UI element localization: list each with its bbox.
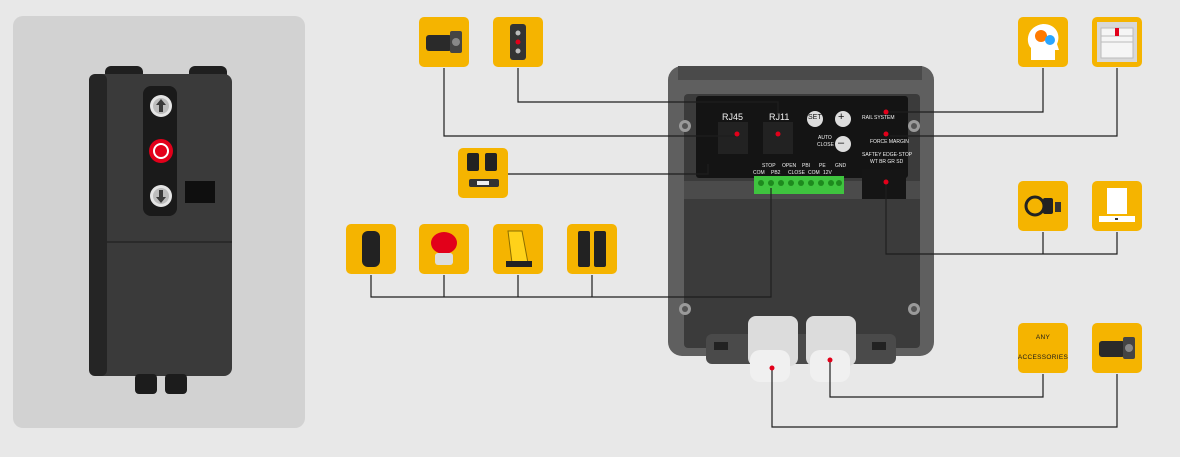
terminal-bottom-label-3: CLOSE [788, 170, 805, 176]
stop-icon [149, 139, 173, 163]
auto-close-label: AUTO [818, 135, 832, 141]
control-panel-illustration [668, 66, 934, 382]
terminal-bottom-label-2: PB2 [771, 170, 781, 176]
remote-control-icon [467, 153, 499, 187]
plus-button[interactable]: + [838, 111, 845, 123]
minus-button[interactable]: – [838, 137, 845, 149]
rail-label: RAIL [862, 115, 874, 121]
set-button[interactable]: SET [808, 114, 822, 121]
terminal-top-label-4: PE [819, 163, 826, 169]
rj11-label: RJ11 [769, 112, 790, 122]
tile-photocell-pair[interactable] [567, 224, 617, 274]
terminal-bottom-label-1: COM [753, 170, 765, 176]
tile-motor-drive[interactable] [419, 17, 469, 67]
terminal-block [758, 180, 842, 186]
safety-header-label: SAFTEY EDGE·STOP [862, 152, 913, 158]
terminal-top-label-1: STOP [762, 163, 776, 169]
emergency-stop-icon [431, 232, 457, 265]
motor-drive-icon [426, 31, 462, 53]
control-box-illustration [89, 66, 232, 394]
photocell-pair-icon [578, 231, 606, 267]
tile-photo-sensor[interactable] [346, 224, 396, 274]
rail-system-icon [1097, 22, 1137, 62]
terminal-bottom-label-5: 12V [823, 170, 832, 176]
rj45-label: RJ45 [722, 112, 744, 122]
tile-smart-brain[interactable] [1018, 17, 1068, 67]
accessories-label: ACCESSORIES [1018, 354, 1068, 361]
tile-safety-edge[interactable] [1092, 181, 1142, 231]
tile-any-accessories[interactable]: ANY ACCESSORIES [1018, 323, 1068, 373]
system-label: SYSTEM [874, 115, 895, 121]
wireless-kit-icon [1024, 195, 1061, 217]
tile-emergency-stop[interactable] [419, 224, 469, 274]
safety-pins-label: WT BR GR SD [870, 159, 904, 165]
terminal-top-label-5: GND [835, 163, 847, 169]
safety-edge-icon [1099, 188, 1135, 222]
auto-close-label-2: CLOSE [817, 142, 834, 148]
arrow-up-icon [150, 95, 172, 117]
terminal-bottom-label-4: COM [808, 170, 820, 176]
force-margin-label: FORCE MARGIN [870, 139, 909, 145]
tile-remote-control[interactable] [458, 148, 508, 198]
key-switch-icon [506, 230, 532, 267]
motor-drive-icon [1099, 337, 1135, 359]
tile-wireless-kit[interactable] [1018, 181, 1068, 231]
tile-key-switch[interactable] [493, 224, 543, 274]
any-label: ANY [1035, 334, 1051, 341]
wall-switch-icon [510, 24, 526, 60]
terminal-top-label-3: PBI [802, 163, 811, 169]
tile-motor-drive-2[interactable] [1092, 323, 1142, 373]
tile-rail-system[interactable] [1092, 17, 1142, 67]
arrow-down-icon [150, 185, 172, 207]
any-accessories-label: ANY ACCESSORIES [1018, 328, 1068, 368]
tile-wall-switch[interactable] [493, 17, 543, 67]
smart-brain-icon [1027, 24, 1059, 60]
terminal-top-label-2: OPEN [782, 163, 797, 169]
photo-sensor-icon [362, 231, 380, 267]
